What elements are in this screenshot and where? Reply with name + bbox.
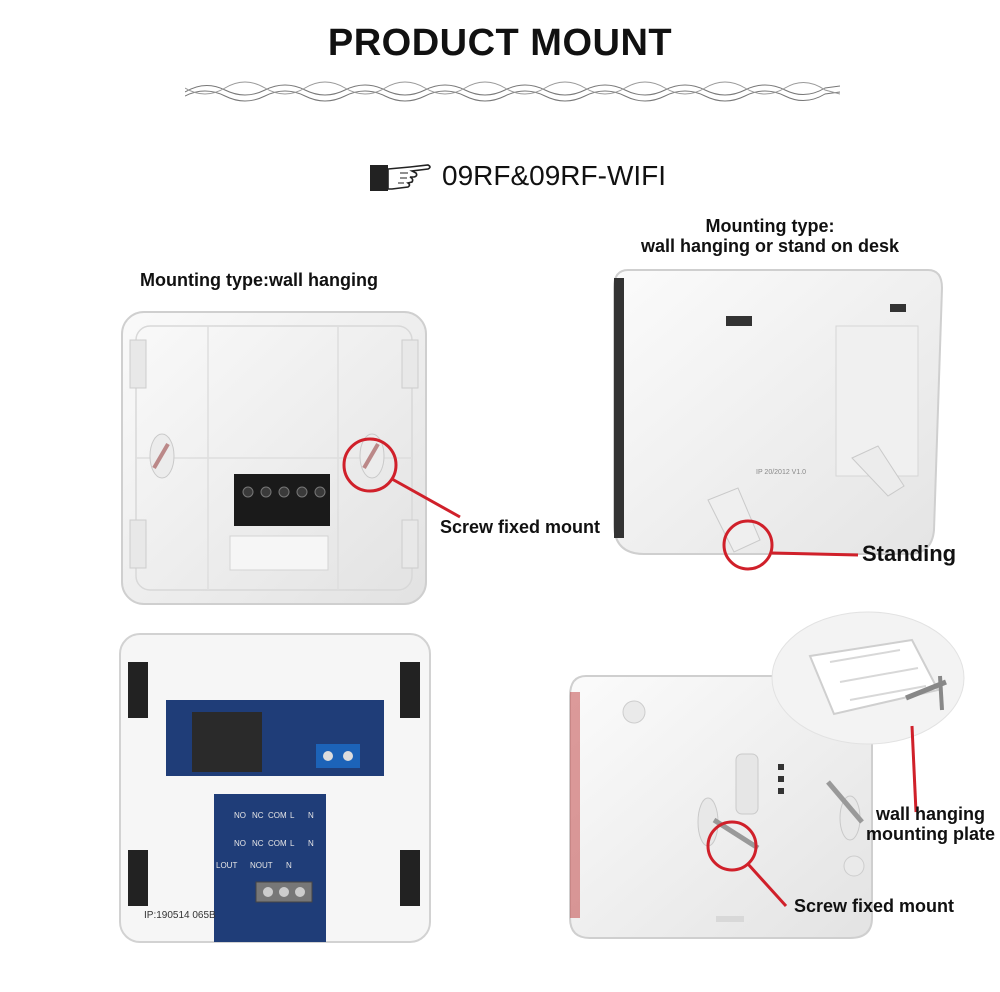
terminal-label: NC [252,839,264,848]
model-row: 09RF&09RF-WIFI [370,156,666,196]
stand-callout-marker [722,519,859,571]
terminal-label: N [308,839,314,848]
mounting-plate-label-line1: wall hanging [875,804,985,824]
mounting-plate-label: wall hanging mounting plate [866,804,995,844]
mounting-plate-inset [771,611,965,745]
back-print-text: IP 20/2012 V1.0 [756,469,806,476]
model-name: 09RF&09RF-WIFI [442,160,667,191]
standing-label: Standing [862,541,957,566]
terminal-label: NOUT [250,861,273,870]
terminal-label: LOUT [216,861,237,870]
terminal-label: N [286,861,292,870]
wall-mount-label: Mounting type:wall hanging [140,270,378,290]
terminal-label: COM [268,811,287,820]
mounting-plate-label-line2: mounting plate [866,824,995,844]
terminal-label: NO [234,811,246,820]
page-title: PRODUCT MOUNT [327,22,673,64]
open-thermostat-image: NO NC COM L N NO NC COM L N LOUT NOUT N … [119,633,431,943]
stand-mount-label: Mounting type: wall hanging or stand on … [600,216,940,256]
stand-mount-label-line2: wall hanging or stand on desk [640,236,900,256]
wall-plate-back-image [569,675,873,939]
screw-callout-marker-2 [706,820,788,908]
terminal-label: COM [268,839,287,848]
sticker-text: IP:190514 065B [144,910,216,921]
back-cover-image [121,311,427,605]
thermostat-back-image: IP 20/2012 V1.0 [613,269,944,555]
screw-mount-label-2: Screw fixed mount [794,896,955,916]
terminal-label: NC [252,811,264,820]
terminal-label: NO [234,839,246,848]
stand-mount-label-line1: Mounting type: [705,216,835,236]
screw-mount-label: Screw fixed mount [440,517,601,537]
terminal-label: L [290,811,295,820]
plate-callout-line [910,725,918,813]
screw-callout-marker [342,437,461,519]
wave-divider [185,81,840,102]
terminal-label: N [308,811,314,820]
terminal-label: L [290,839,295,848]
pointing-hand-icon [370,164,431,191]
